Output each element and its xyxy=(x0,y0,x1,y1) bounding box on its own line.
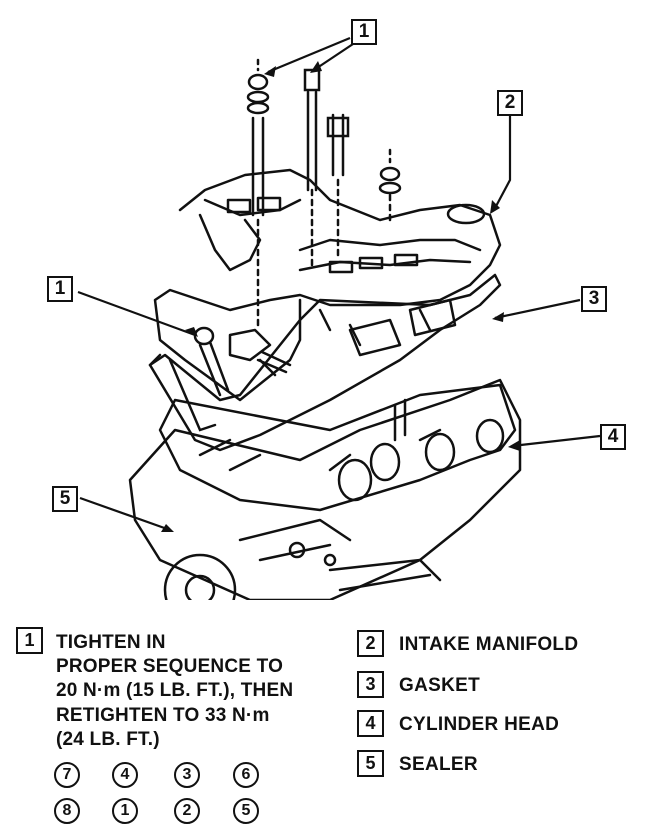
bolt-group xyxy=(148,58,402,432)
leader-lines xyxy=(77,36,601,532)
gasket-outline xyxy=(148,273,502,452)
callout-2: 2 xyxy=(497,90,523,116)
sequence-marker: 8 xyxy=(54,798,80,824)
sequence-marker: 2 xyxy=(174,798,200,824)
legend-label-gasket: GASKET xyxy=(399,675,480,696)
callout-1-left: 1 xyxy=(47,276,73,302)
legend-note-line-1: TIGHTEN IN xyxy=(56,632,166,653)
legend-label-cylinder-head: CYLINDER HEAD xyxy=(399,714,560,735)
cylinder-head-outline xyxy=(158,383,517,512)
legend-number-4: 4 xyxy=(357,710,384,737)
legend-number-5: 5 xyxy=(357,750,384,777)
legend-number-2: 2 xyxy=(357,630,384,657)
legend-note-line-3: 20 N·m (15 LB. FT.), THEN xyxy=(56,680,294,701)
manifold-port-shape xyxy=(446,203,486,225)
engine-illustration xyxy=(77,36,601,600)
sequence-marker: 5 xyxy=(233,798,259,824)
crank-pulley-shape xyxy=(163,553,237,600)
legend-label-sealer: SEALER xyxy=(399,754,478,775)
intake-manifold-outline xyxy=(153,168,502,402)
sequence-marker: 7 xyxy=(54,762,80,788)
sequence-marker: 3 xyxy=(174,762,200,788)
callout-1-top: 1 xyxy=(351,19,377,45)
callout-3: 3 xyxy=(581,286,607,312)
legend-number-3: 3 xyxy=(357,671,384,698)
legend-note-line-5: (24 LB. FT.) xyxy=(56,729,160,750)
sequence-marker: 1 xyxy=(112,798,138,824)
callout-5: 5 xyxy=(52,486,78,512)
sequence-marker: 4 xyxy=(112,762,138,788)
engine-block-outline xyxy=(128,378,522,600)
legend-label-intake-manifold: INTAKE MANIFOLD xyxy=(399,634,579,655)
legend-note-line-4: RETIGHTEN TO 33 N·m xyxy=(56,705,270,726)
legend-note-number: 1 xyxy=(16,627,43,654)
legend-note-line-2: PROPER SEQUENCE TO xyxy=(56,656,284,677)
sequence-marker: 6 xyxy=(233,762,259,788)
callout-4: 4 xyxy=(600,424,626,450)
